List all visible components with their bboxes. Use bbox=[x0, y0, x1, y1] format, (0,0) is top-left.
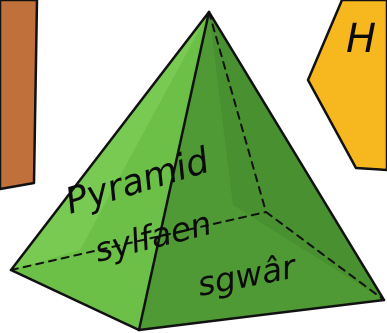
visible-edges bbox=[9, 10, 386, 332]
brown-card-shape bbox=[0, 0, 39, 191]
pyramid-right-face bbox=[139, 12, 384, 330]
corner-letter: H bbox=[346, 16, 376, 62]
hidden-edges bbox=[10, 11, 385, 301]
yellow-hexagon-shape bbox=[306, 0, 387, 172]
pyramid-left-face bbox=[11, 12, 209, 330]
